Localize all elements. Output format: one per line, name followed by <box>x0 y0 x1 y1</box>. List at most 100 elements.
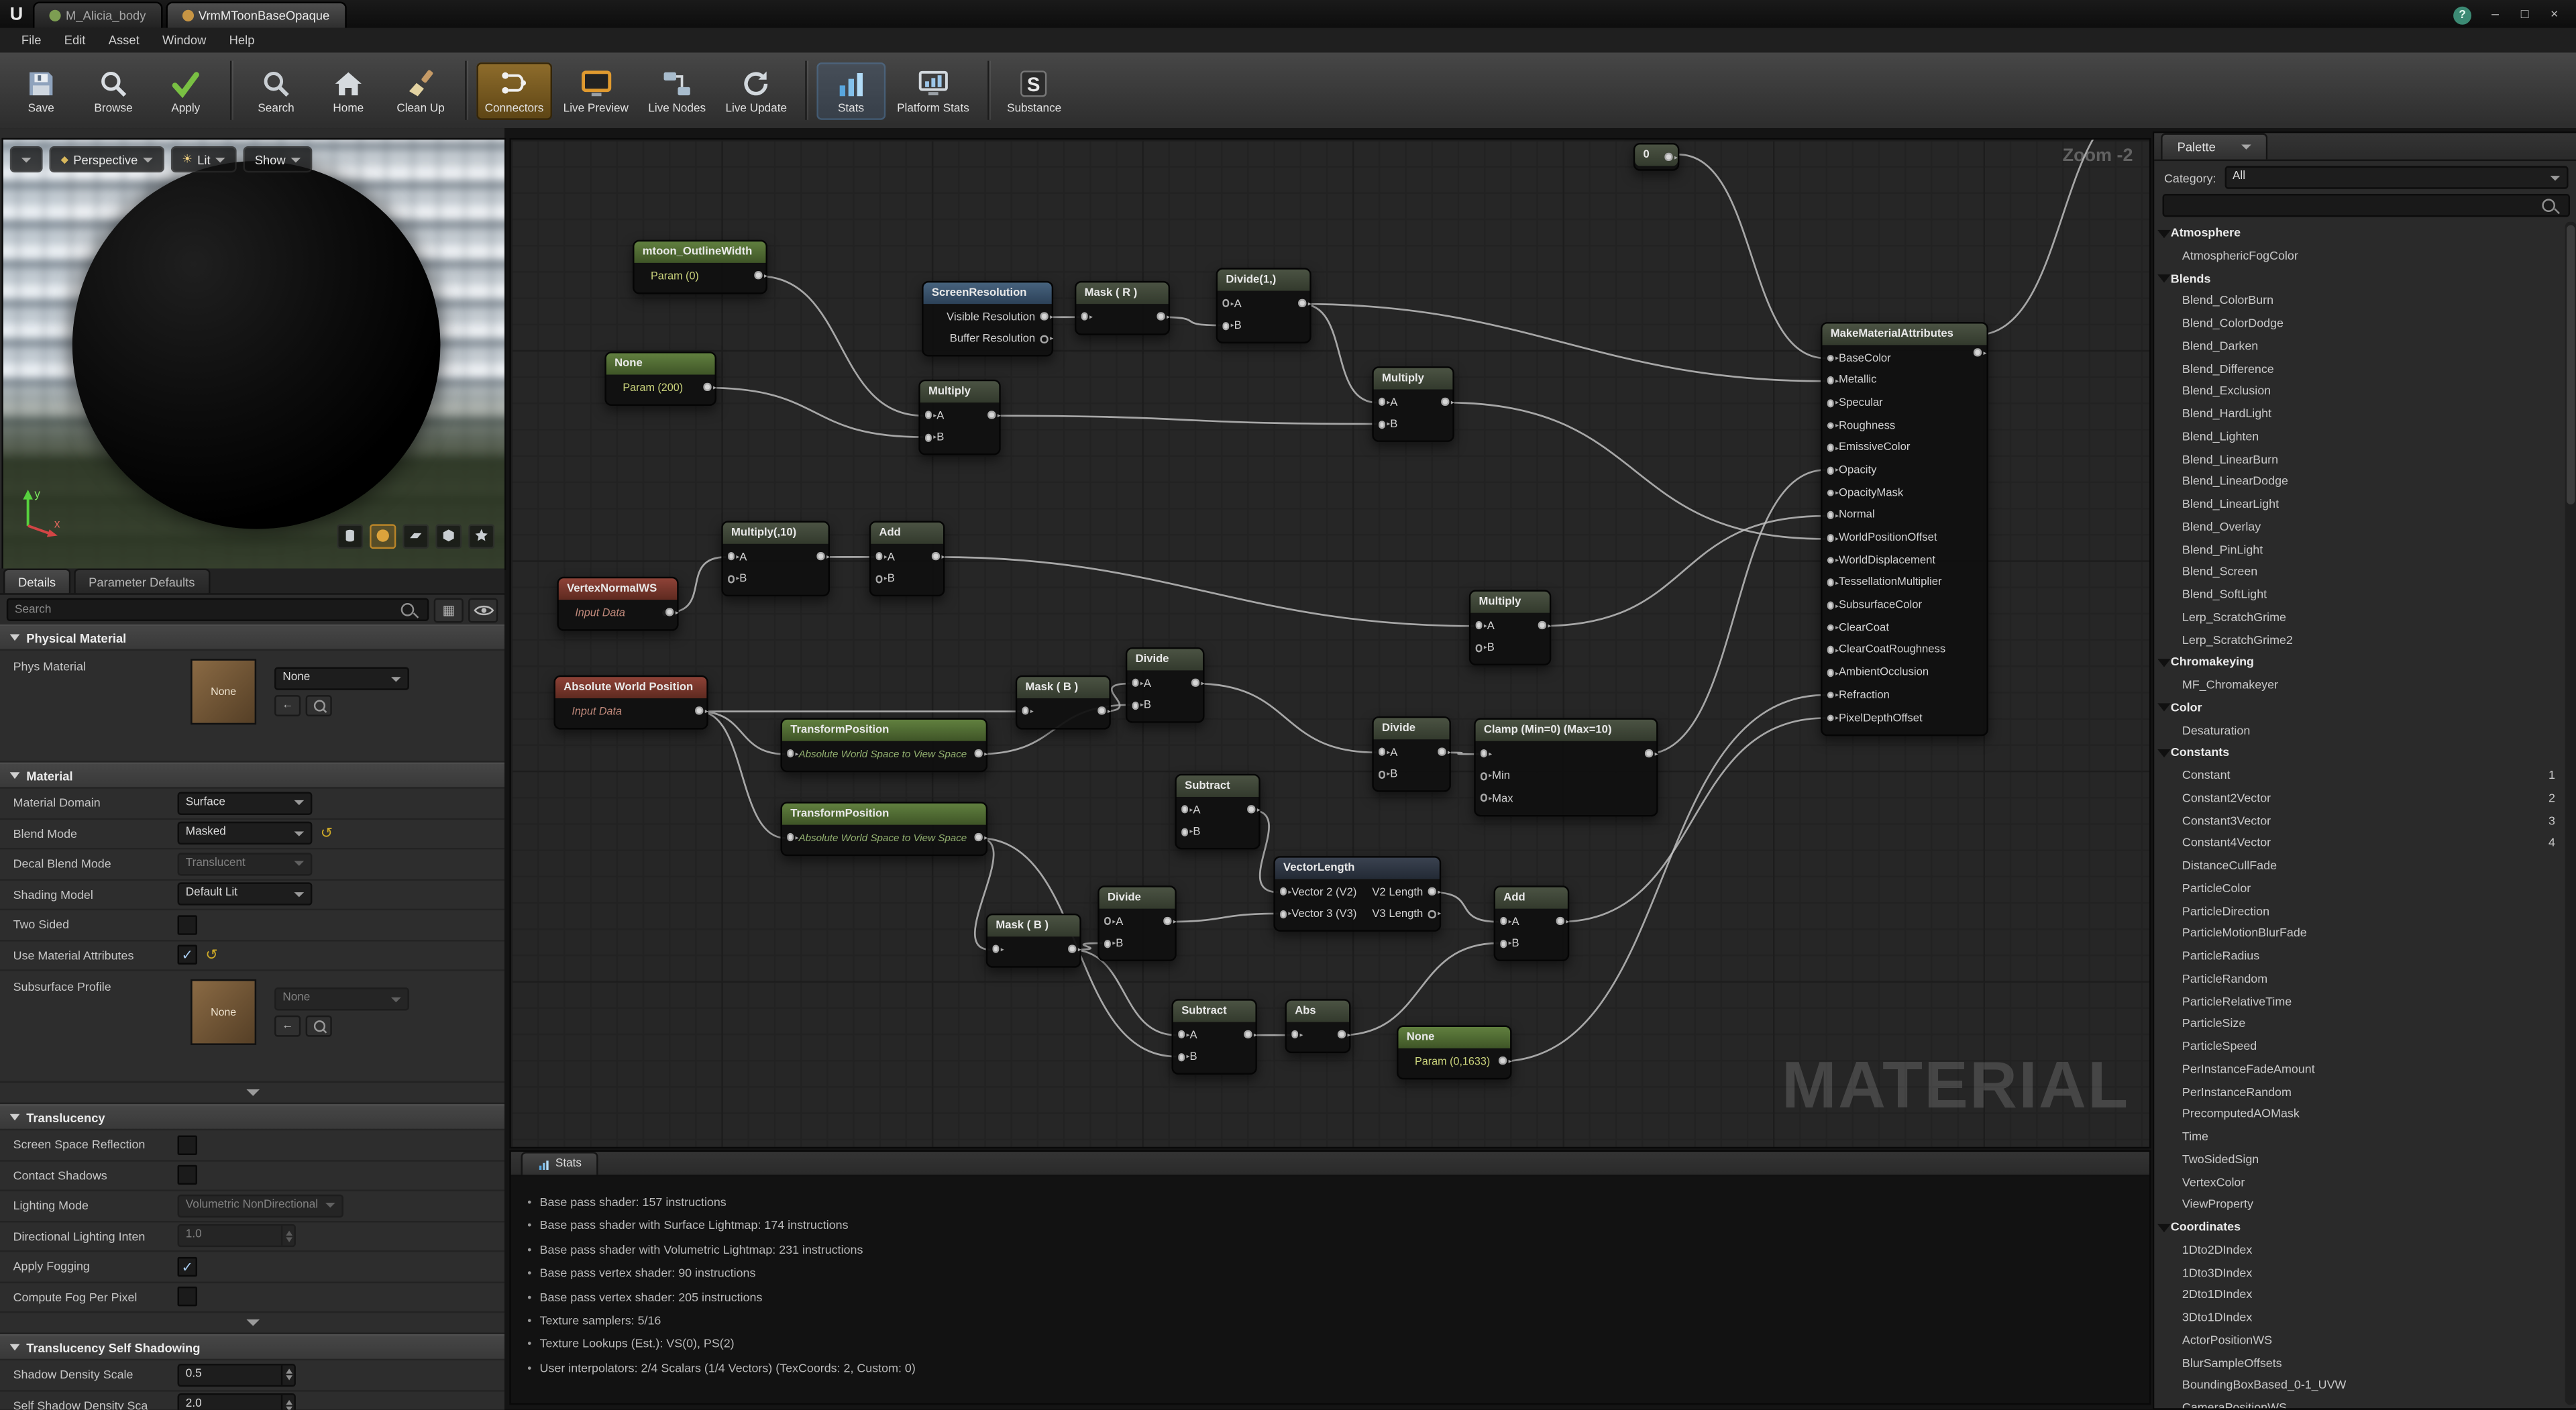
input-pin[interactable] <box>1826 691 1838 700</box>
wire[interactable] <box>1101 682 1131 712</box>
palette-item-particlerandom[interactable]: ParticleRandom <box>2154 967 2563 990</box>
value-dropdown[interactable]: Masked <box>177 822 313 845</box>
input-pin[interactable] <box>1222 321 1234 330</box>
output-pin[interactable] <box>1428 887 1440 896</box>
palette-item-blend-exclusion[interactable]: Blend_Exclusion <box>2154 380 2563 402</box>
input-pin[interactable] <box>1826 466 1838 474</box>
input-pin[interactable] <box>1180 806 1193 814</box>
palette-category-coordinates[interactable]: Coordinates <box>2154 1216 2563 1239</box>
wire[interactable] <box>1541 514 1826 627</box>
perspective-button[interactable]: ◆Perspective <box>49 146 164 173</box>
output-pin[interactable] <box>1556 917 1568 926</box>
output-pin[interactable] <box>1246 806 1259 814</box>
input-pin[interactable] <box>1826 534 1838 542</box>
palette-item-blend-lighten[interactable]: Blend_Lighten <box>2154 425 2563 448</box>
section-header-physical-material[interactable]: Physical Material <box>0 624 504 651</box>
output-pin[interactable] <box>987 411 1000 419</box>
asset-thumbnail[interactable]: None <box>191 979 257 1045</box>
output-pin[interactable] <box>1337 1030 1349 1039</box>
palette-item-blend-hardlight[interactable]: Blend_HardLight <box>2154 402 2563 425</box>
live-nodes-button[interactable]: Live Nodes <box>640 62 714 119</box>
palette-item-perinstancefadeamount[interactable]: PerInstanceFadeAmount <box>2154 1058 2563 1081</box>
browse-button[interactable]: Browse <box>79 62 148 119</box>
node-abs[interactable]: Abs <box>1285 999 1351 1052</box>
input-pin[interactable] <box>1377 770 1390 778</box>
input-pin[interactable] <box>1279 910 1291 918</box>
input-pin[interactable] <box>991 945 1004 953</box>
asset-thumbnail[interactable]: None <box>191 659 257 725</box>
preview-mesh-plane-button[interactable] <box>402 524 429 549</box>
document-tab-m-alicia-body[interactable]: M_Alicia_body <box>32 1 162 28</box>
input-pin[interactable] <box>1826 489 1838 497</box>
palette-item-blend-colorburn[interactable]: Blend_ColorBurn <box>2154 290 2563 313</box>
input-pin[interactable] <box>1826 421 1838 429</box>
output-pin[interactable] <box>931 553 943 561</box>
wire[interactable] <box>1340 942 1499 1036</box>
palette-item-particlespeed[interactable]: ParticleSpeed <box>2154 1035 2563 1058</box>
input-pin[interactable] <box>786 750 798 758</box>
palette-item-particledirection[interactable]: ParticleDirection <box>2154 900 2563 922</box>
palette-item-particlesize[interactable]: ParticleSize <box>2154 1013 2563 1036</box>
tab-details[interactable]: Details <box>3 568 71 594</box>
input-pin[interactable] <box>1291 1030 1303 1039</box>
number-field[interactable]: 2.0 <box>177 1393 296 1410</box>
input-pin[interactable] <box>1479 794 1491 802</box>
spinner[interactable] <box>280 1395 294 1410</box>
input-pin[interactable] <box>1479 772 1491 780</box>
browse-asset-icon[interactable] <box>305 1015 332 1037</box>
output-pin[interactable] <box>1644 750 1656 758</box>
palette-category-blends[interactable]: Blends <box>2154 267 2563 290</box>
output-pin[interactable] <box>665 608 677 616</box>
viewport-options-button[interactable] <box>9 146 43 173</box>
spinner[interactable] <box>280 1364 294 1385</box>
details-search-input[interactable] <box>8 600 427 620</box>
wire[interactable] <box>1975 140 2149 337</box>
preview-mesh-sphere-button[interactable] <box>370 524 396 549</box>
palette-category-constants[interactable]: Constants <box>2154 741 2563 764</box>
output-pin[interactable] <box>694 707 707 715</box>
output-pin[interactable] <box>1974 348 1986 356</box>
palette-item-desaturation[interactable]: Desaturation <box>2154 719 2563 742</box>
node-mask-r[interactable]: Mask ( R ) <box>1074 280 1171 335</box>
input-pin[interactable] <box>727 575 739 583</box>
node-mask-b[interactable]: Mask ( B ) <box>985 913 1081 967</box>
spinner[interactable] <box>280 1226 294 1246</box>
lit-button[interactable]: ☀Lit <box>170 146 237 173</box>
palette-item-vertexcolor[interactable]: VertexColor <box>2154 1171 2563 1193</box>
output-pin[interactable] <box>754 272 766 280</box>
output-pin[interactable] <box>1163 917 1175 926</box>
output-pin[interactable] <box>1440 398 1453 406</box>
help-icon[interactable]: ? <box>2453 5 2472 24</box>
output-pin[interactable] <box>974 834 986 842</box>
wire[interactable] <box>698 710 786 755</box>
palette-item-blend-lineardodge[interactable]: Blend_LinearDodge <box>2154 470 2563 493</box>
output-pin[interactable] <box>1040 313 1052 321</box>
home-button[interactable]: Home <box>314 62 383 119</box>
scrollbar-thumb[interactable] <box>2567 225 2575 504</box>
palette-item-blend-darken[interactable]: Blend_Darken <box>2154 335 2563 358</box>
palette-item-perinstancerandom[interactable]: PerInstanceRandom <box>2154 1081 2563 1103</box>
menu-help[interactable]: Help <box>229 32 255 48</box>
palette-search-input[interactable] <box>2163 195 2569 215</box>
palette-item-particlecolor[interactable]: ParticleColor <box>2154 877 2563 900</box>
palette-item-blend-colordodge[interactable]: Blend_ColorDodge <box>2154 312 2563 335</box>
category-dropdown[interactable]: All <box>2224 166 2569 189</box>
palette-item-blend-difference[interactable]: Blend_Difference <box>2154 358 2563 380</box>
input-pin[interactable] <box>727 553 739 561</box>
wire[interactable] <box>1644 469 1826 755</box>
maximize-button[interactable]: □ <box>2520 5 2529 21</box>
input-pin[interactable] <box>1080 313 1092 321</box>
value-dropdown[interactable]: Surface <box>177 792 313 815</box>
wire[interactable] <box>1301 303 1377 404</box>
